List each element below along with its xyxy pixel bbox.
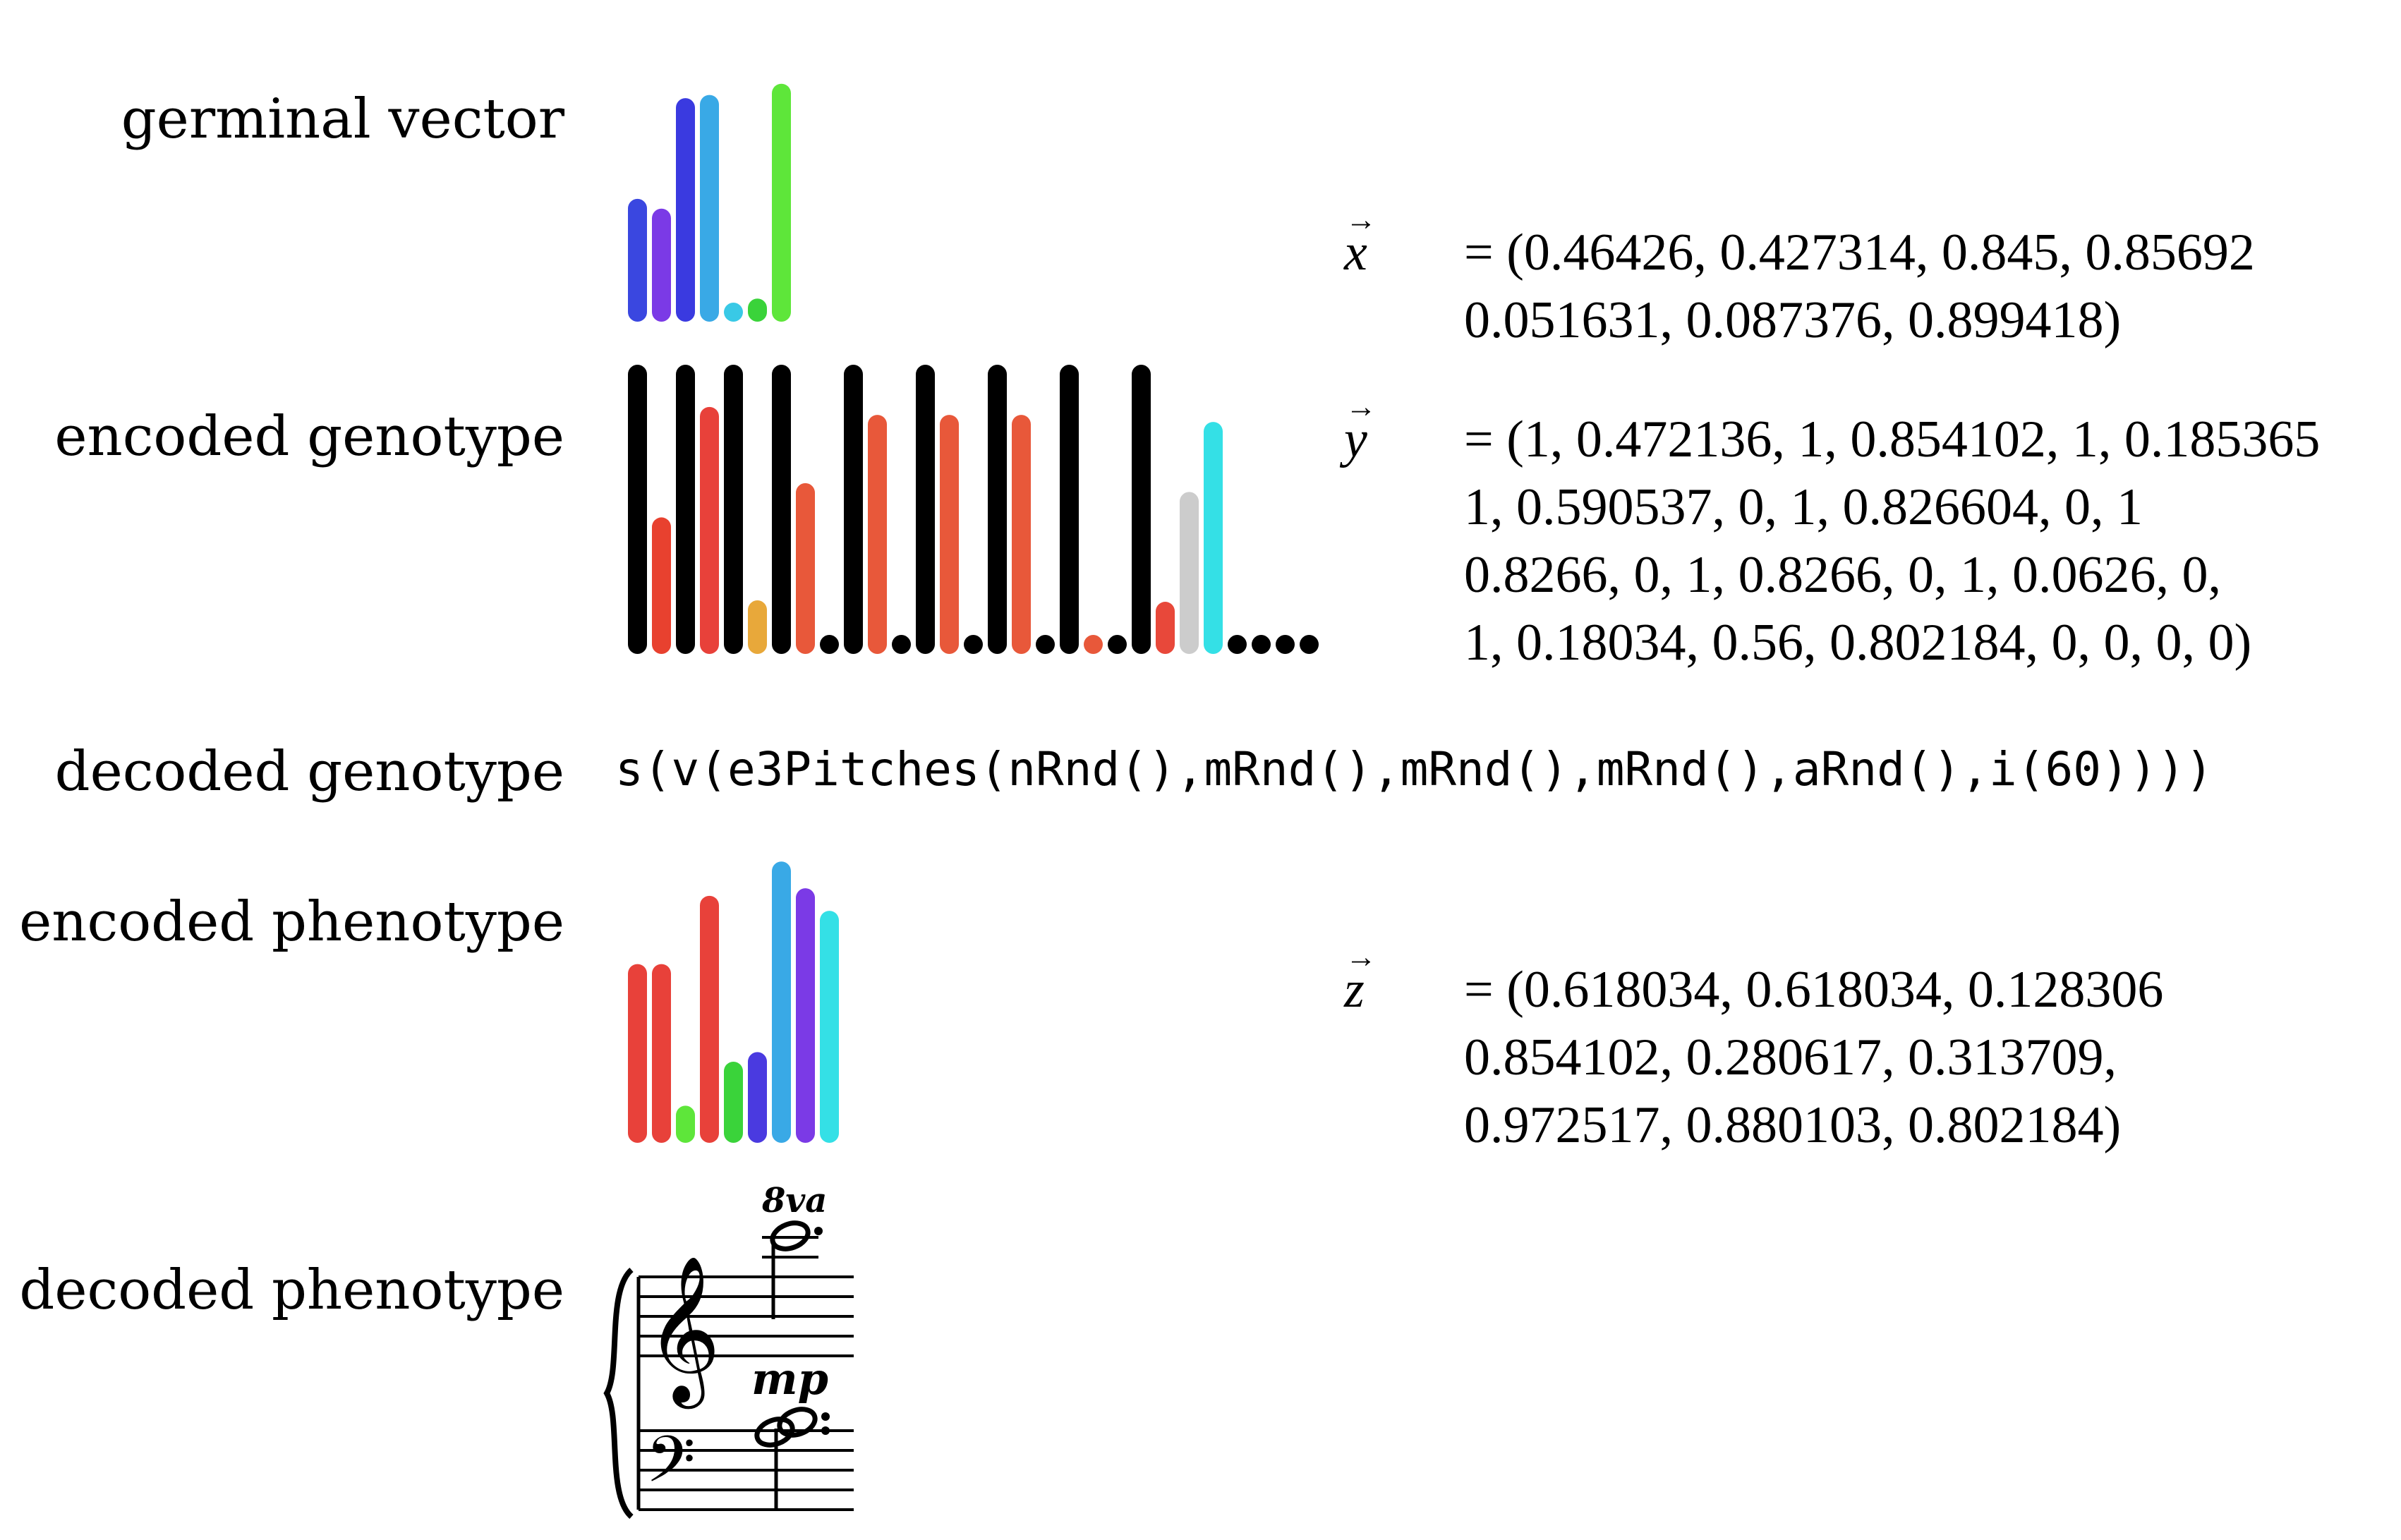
brace-icon <box>603 1267 634 1520</box>
equation-z: z = (0.618034, 0.618034, 0.128306 0.85410… <box>1344 923 2164 1159</box>
equation-z-line-3: 0.972517, 0.880103, 0.802184) <box>1464 1096 2122 1154</box>
equation-y-line-4: 1, 0.18034, 0.56, 0.802184, 0, 0, 0, 0) <box>1464 614 2252 672</box>
germinal-bar-1 <box>628 198 647 322</box>
equation-y: y = (1, 0.472136, 1, 0.854102, 1, 0.18536… <box>1344 373 2321 677</box>
genotype-bar-14 <box>940 415 959 654</box>
genotype-bar-3 <box>676 365 695 654</box>
genotype-bar-2 <box>652 517 671 654</box>
phenotype-bar-7 <box>772 861 791 1143</box>
genotype-bar-9 <box>820 635 839 654</box>
bass-note-head-1 <box>754 1417 795 1448</box>
genotype-bar-23 <box>1156 602 1175 654</box>
genotype-bar-18 <box>1036 635 1055 654</box>
genotype-bar-4 <box>700 406 719 654</box>
genotype-bar-16 <box>988 365 1007 654</box>
genotype-bar-12 <box>892 635 911 654</box>
genotype-bar-1 <box>628 365 647 654</box>
label-germinal-vector: germinal vector <box>121 87 564 151</box>
genotype-bar-17 <box>1012 415 1031 654</box>
germinal-bar-3 <box>676 98 695 322</box>
treble-dot <box>814 1227 823 1235</box>
equation-y-line-3: 0.8266, 0, 1, 0.8266, 0, 1, 0.0626, 0, <box>1464 546 2221 604</box>
genotype-bar-22 <box>1132 365 1151 654</box>
equation-z-line-2: 0.854102, 0.280617, 0.313709, <box>1464 1029 2117 1086</box>
genotype-bar-15 <box>964 635 983 654</box>
genotype-bar-25 <box>1204 422 1223 654</box>
equation-y-line-1: = (1, 0.472136, 1, 0.854102, 1, 0.185365 <box>1464 411 2321 468</box>
genotype-bar-29 <box>1300 635 1319 654</box>
label-encoded-genotype: encoded genotype <box>54 405 564 468</box>
label-encoded-phenotype: encoded phenotype <box>19 890 564 954</box>
genotype-bar-7 <box>772 365 791 654</box>
treble-clef-icon: 𝄞 <box>646 1255 720 1409</box>
decoded-genotype-code: s(v(e3Pitches(nRnd(),mRnd(),mRnd(),mRnd(… <box>615 742 2213 796</box>
genotype-bar-5 <box>724 365 743 654</box>
genotype-bar-20 <box>1084 635 1103 654</box>
dynamic-mark: mp <box>751 1353 828 1405</box>
equation-y-line-2: 1, 0.590537, 0, 1, 0.826604, 0, 1 <box>1464 478 2143 536</box>
symbol-y: y <box>1344 373 1377 473</box>
genotype-bar-10 <box>844 365 863 654</box>
label-decoded-genotype: decoded genotype <box>54 740 564 804</box>
phenotype-bar-3 <box>676 1105 695 1143</box>
label-decoded-phenotype: decoded phenotype <box>19 1259 564 1322</box>
germinal-bar-6 <box>748 298 767 322</box>
genotype-bar-28 <box>1276 635 1295 654</box>
bass-staff <box>639 1429 854 1511</box>
genotype-bar-13 <box>916 365 935 654</box>
symbol-x: x <box>1344 186 1377 286</box>
genotype-bar-26 <box>1228 635 1247 654</box>
phenotype-bar-4 <box>700 895 719 1143</box>
symbol-z: z <box>1344 923 1377 1024</box>
phenotype-bar-2 <box>652 964 671 1143</box>
equation-x: x = (0.46426, 0.427314, 0.845, 0.85692 0.… <box>1344 186 2255 354</box>
bass-clef-icon: 𝄢 <box>646 1422 696 1512</box>
phenotype-bar-1 <box>628 964 647 1143</box>
genotype-bar-11 <box>868 415 887 654</box>
genotype-bar-24 <box>1180 492 1199 654</box>
bass-note-head-2 <box>777 1407 818 1438</box>
bass-dot-2 <box>821 1426 830 1435</box>
bass-dot-1 <box>821 1412 830 1421</box>
equation-x-line-2: 0.051631, 0.087376, 0.899418) <box>1464 291 2122 349</box>
germinal-bar-5 <box>724 303 743 322</box>
phenotype-bar-5 <box>724 1061 743 1143</box>
genotype-bar-19 <box>1060 365 1079 654</box>
phenotype-bar-8 <box>796 888 815 1143</box>
germinal-bar-2 <box>652 208 671 322</box>
phenotype-bar-6 <box>748 1052 767 1143</box>
phenotype-bar-9 <box>820 911 839 1143</box>
genotype-bar-21 <box>1108 635 1127 654</box>
germinal-bar-7 <box>772 83 791 322</box>
genotype-bar-6 <box>748 600 767 654</box>
equation-z-line-1: = (0.618034, 0.618034, 0.128306 <box>1464 961 2164 1019</box>
genotype-bar-27 <box>1252 635 1271 654</box>
equation-x-line-1: = (0.46426, 0.427314, 0.845, 0.85692 <box>1464 224 2255 281</box>
treble-staff <box>639 1275 854 1357</box>
genotype-bar-8 <box>796 483 815 654</box>
germinal-bar-4 <box>700 95 719 322</box>
octave-mark: 8va <box>761 1181 827 1220</box>
